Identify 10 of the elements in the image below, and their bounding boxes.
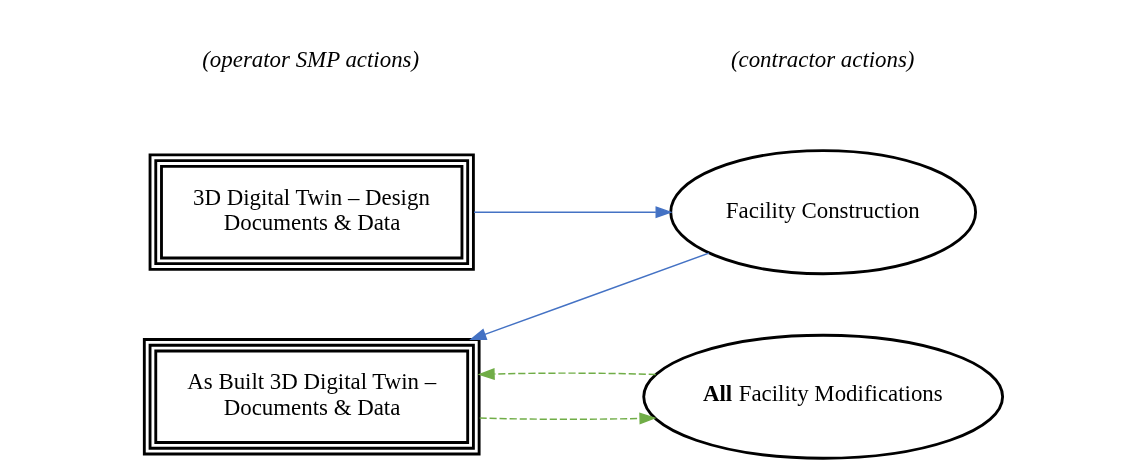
- node-box: 3D Digital Twin – Design Documents & Data: [148, 153, 475, 271]
- arrow: [469, 251, 710, 340]
- legend-label: (contractor actions): [730, 46, 915, 72]
- legend-label: (operator SMP actions): [202, 46, 420, 72]
- node-ellipse: Facility Construction: [669, 148, 978, 275]
- arrow: [473, 205, 673, 218]
- arrow: [478, 411, 657, 424]
- node-box: As Built 3D Digital Twin – Documents & Data: [142, 337, 481, 455]
- arrow: [477, 367, 657, 380]
- node-ellipse: All Facility Modifications: [642, 333, 1005, 460]
